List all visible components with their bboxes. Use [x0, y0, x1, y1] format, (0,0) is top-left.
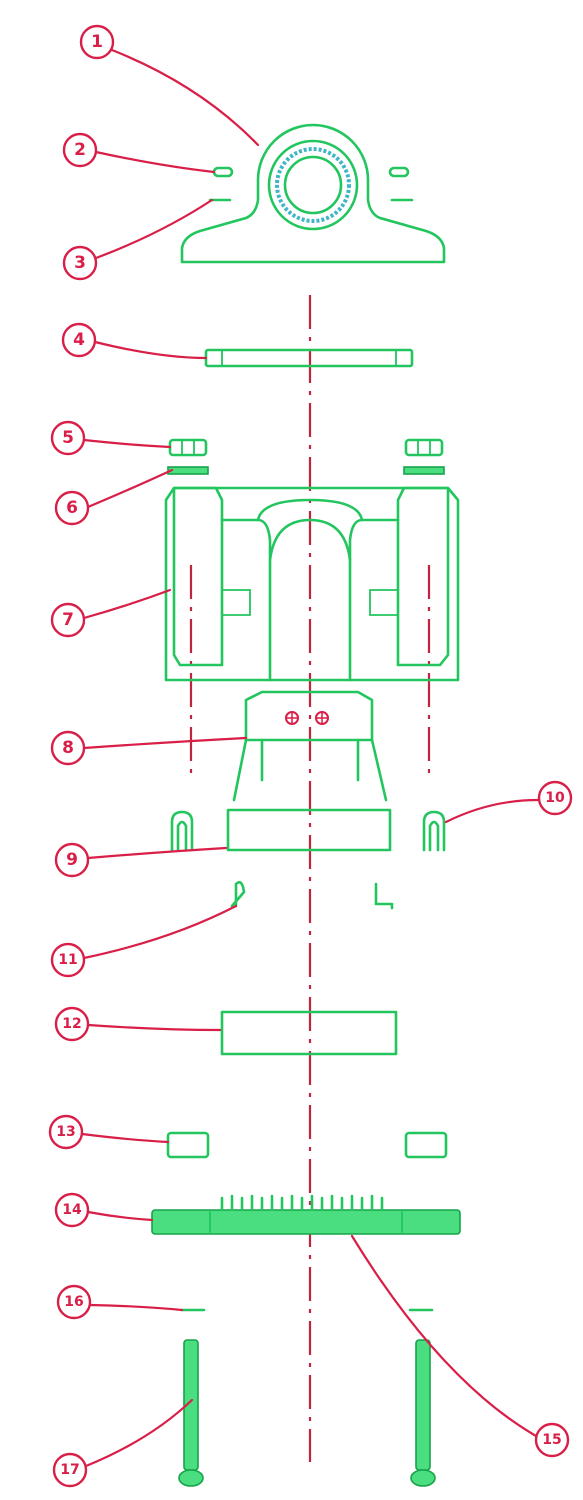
- part-nuts: [168, 438, 444, 457]
- part-bolts: [178, 1339, 436, 1487]
- svg-text:10: 10: [545, 790, 565, 806]
- svg-text:8: 8: [62, 738, 74, 758]
- callout-12: 12: [54, 1006, 90, 1042]
- part-bracket: [232, 690, 388, 802]
- callout-3: 3: [62, 245, 98, 281]
- svg-text:6: 6: [66, 498, 78, 518]
- callout-11: 11: [50, 942, 86, 978]
- svg-text:12: 12: [62, 1016, 81, 1032]
- svg-text:4: 4: [73, 330, 85, 350]
- svg-text:5: 5: [62, 428, 74, 448]
- part-small-pins: [230, 880, 394, 910]
- svg-text:2: 2: [74, 140, 86, 160]
- svg-text:1: 1: [91, 32, 103, 52]
- callout-15: 15: [534, 1422, 570, 1458]
- svg-text:15: 15: [542, 1432, 561, 1448]
- part-base-block: [164, 486, 460, 682]
- part-clips: [170, 810, 446, 852]
- callout-6: 6: [54, 490, 90, 526]
- svg-text:13: 13: [56, 1124, 75, 1140]
- leader-lines: [80, 48, 540, 1468]
- svg-text:7: 7: [62, 610, 74, 630]
- callout-16: 16: [56, 1284, 92, 1320]
- part-pillow-block-housing: [180, 123, 446, 264]
- callout-2: 2: [62, 132, 98, 168]
- callout-17: 17: [52, 1452, 88, 1488]
- callout-1: 1: [79, 24, 115, 60]
- callout-8: 8: [50, 730, 86, 766]
- callout-10: 10: [537, 780, 573, 816]
- svg-text:11: 11: [58, 952, 77, 968]
- callout-13: 13: [48, 1114, 84, 1150]
- part-washers: [167, 466, 445, 475]
- svg-text:14: 14: [62, 1202, 82, 1218]
- callout-14: 14: [54, 1192, 90, 1228]
- svg-text:17: 17: [60, 1462, 79, 1478]
- callout-9: 9: [54, 842, 90, 878]
- svg-text:9: 9: [66, 850, 78, 870]
- callout-4: 4: [61, 322, 97, 358]
- part-pads: [166, 1131, 448, 1159]
- part-slider-block: [226, 808, 392, 852]
- svg-text:3: 3: [74, 253, 86, 273]
- callout-7: 7: [50, 602, 86, 638]
- part-toothed-base: [151, 1194, 461, 1235]
- part-middle-block: [220, 1010, 398, 1056]
- callout-5: 5: [50, 420, 86, 456]
- svg-text:16: 16: [64, 1294, 83, 1310]
